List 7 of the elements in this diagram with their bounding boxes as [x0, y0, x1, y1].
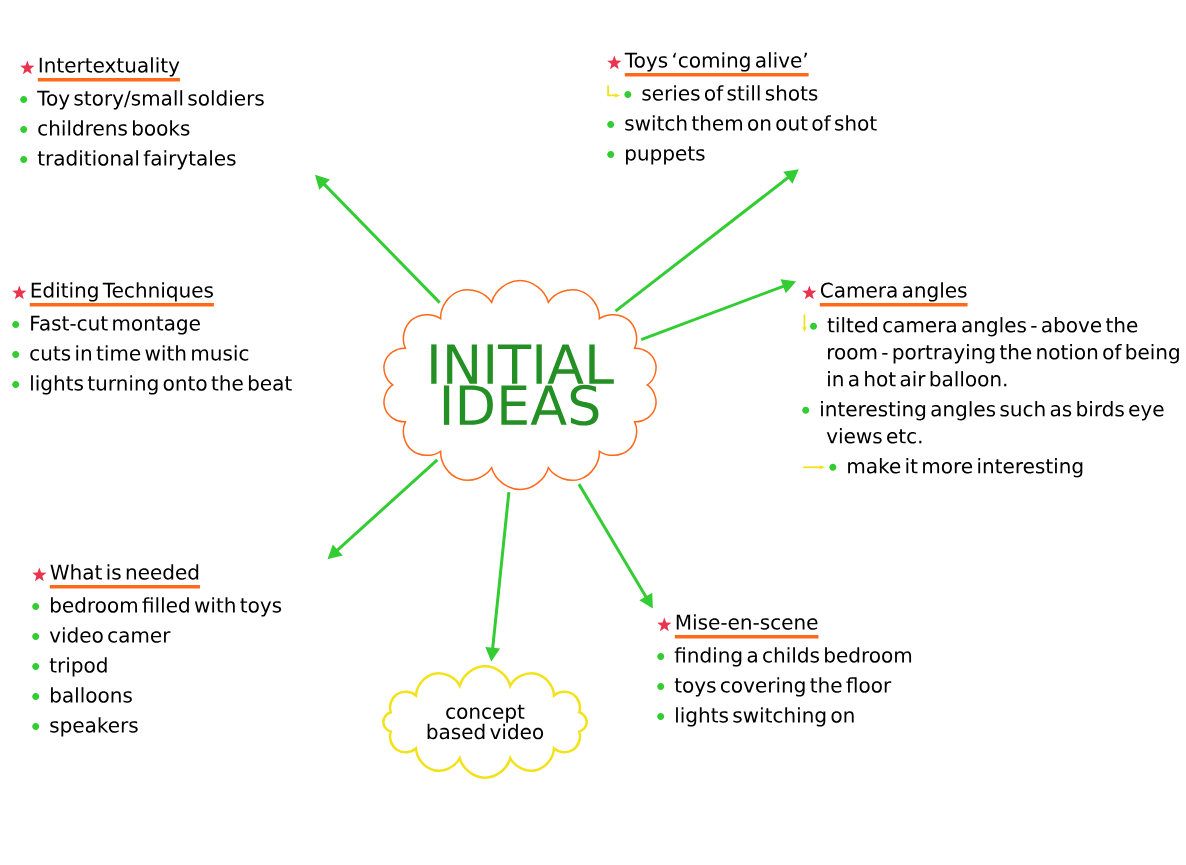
- topic-notes: What is needed bedroom filled with toys video camer tripod balloons speakers: [32, 564, 282, 737]
- topic-notes: Toys ‘coming alive’ series of still shots switch them on out of shot puppets: [607, 52, 877, 165]
- topic-notes: Intertextuality Toy story/small soldiers childrens books traditional fairytales: [20, 57, 264, 170]
- concept-cloud: concept based video: [382, 665, 588, 779]
- topic-notes: Mise-en-scene finding a childs bedroom toys covering the floor lights switching on: [657, 614, 912, 727]
- topic-notes: Editing Techniques Fast-cut montage cuts in time with music lights turning onto the beat: [12, 282, 292, 395]
- topic-notes: Camera angles tilted camera angles - above the room - portraying the notion of being in a hot air balloon. interesting angles such as birds eye views etc. make it more interesting: [802, 282, 1179, 478]
